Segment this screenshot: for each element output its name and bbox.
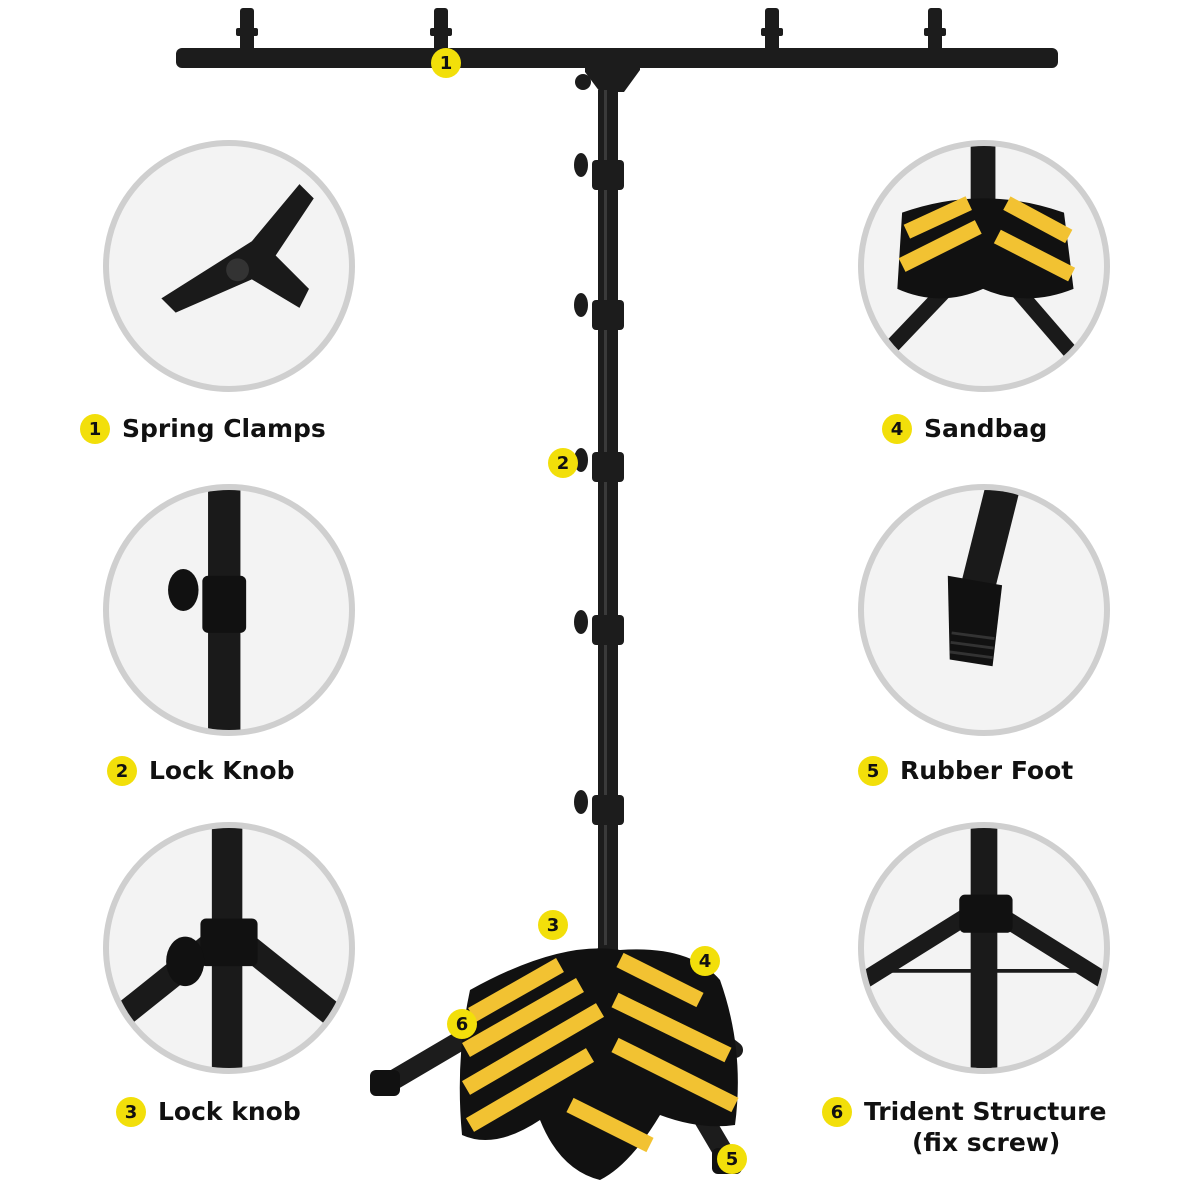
trident-structure-icon (864, 828, 1104, 1068)
pole-lock-knob (574, 153, 624, 825)
feature-label: Lock Knob (149, 756, 295, 785)
tripod-lock-knob-icon (110, 828, 346, 1068)
feature-number-badge: 1 (80, 414, 110, 444)
t-connector (585, 58, 640, 92)
feature-lock-knob: 2 Lock Knob (107, 756, 295, 786)
marker-2: 2 (548, 448, 578, 478)
marker-6: 6 (447, 1009, 477, 1039)
rubber-foot (370, 1070, 400, 1096)
rubber-foot-icon (947, 490, 1019, 667)
feature-lock-knob-tripod: 3 Lock knob (116, 1097, 301, 1127)
feature-number-badge: 6 (822, 1097, 852, 1127)
feature-number-badge: 3 (116, 1097, 146, 1127)
feature-number-badge: 4 (882, 414, 912, 444)
feature-label: Lock knob (158, 1097, 301, 1126)
trident-structure-detail (858, 822, 1110, 1074)
marker-1: 1 (431, 48, 461, 78)
marker-4: 4 (690, 946, 720, 976)
sandbag-detail (858, 140, 1110, 392)
marker-3: 3 (538, 910, 568, 940)
spring-clamp-icon (161, 184, 314, 313)
feature-label: Spring Clamps (122, 414, 326, 443)
feature-spring-clamps: 1 Spring Clamps (80, 414, 326, 444)
sandbag (459, 948, 739, 1180)
feature-label: Sandbag (924, 414, 1048, 443)
crossbar-clamp (236, 8, 946, 60)
feature-sandbag: 4 Sandbag (882, 414, 1047, 444)
rubber-foot-detail (858, 484, 1110, 736)
feature-label: Rubber Foot (900, 756, 1074, 785)
sandbag-icon (877, 146, 1080, 361)
feature-rubber-foot: 5 Rubber Foot (858, 756, 1073, 786)
lock-knob-icon (168, 490, 247, 730)
feature-number-badge: 5 (858, 756, 888, 786)
marker-5: 5 (717, 1144, 747, 1174)
feature-label-line2: (fix screw) (912, 1128, 1061, 1157)
feature-trident-structure: 6 Trident Structure (822, 1097, 1106, 1127)
tripod-lock-knob-detail (103, 822, 355, 1074)
spring-clamp-detail (103, 140, 355, 392)
feature-label: Trident Structure (864, 1097, 1107, 1126)
feature-number-badge: 2 (107, 756, 137, 786)
main-pole (598, 90, 618, 960)
lock-knob-detail (103, 484, 355, 736)
